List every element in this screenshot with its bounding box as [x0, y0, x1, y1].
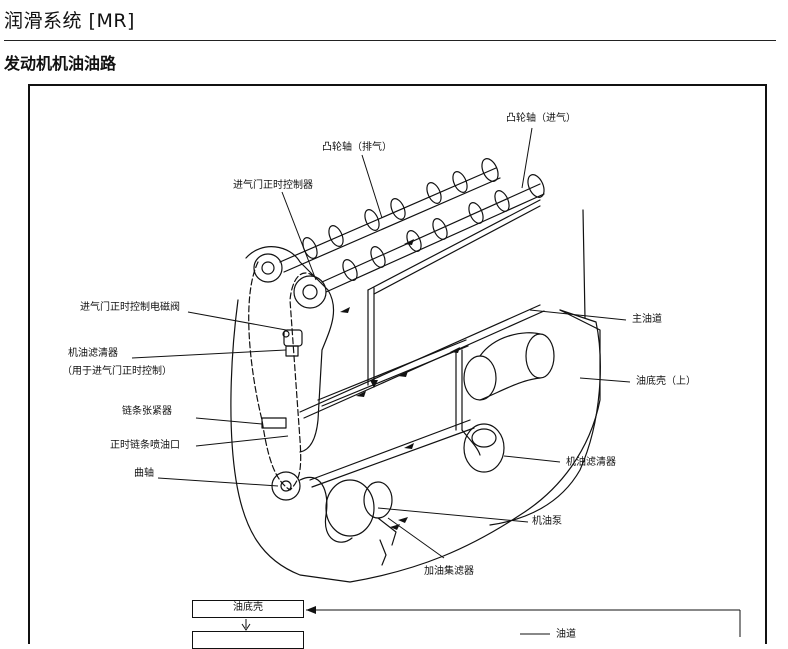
label-oil-pump: 机油泵 [532, 516, 562, 527]
label-oil-filter: 机油滤清器 [566, 457, 616, 468]
exhaust-cam-lobes [302, 158, 499, 259]
timing-cover [245, 246, 335, 453]
upper-return [317, 339, 469, 407]
intake-cam-sprocket [293, 275, 327, 309]
label-ivt-solenoid: 进气门正时控制电磁阀 [80, 302, 180, 313]
label-main-gallery: 主油道 [632, 314, 662, 325]
legend-oil-passage: 油道 [556, 629, 576, 640]
label-ivt-controller: 进气门正时控制器 [233, 180, 313, 191]
label-crankshaft: 曲轴 [134, 468, 154, 479]
label-camshaft-intake: 凸轮轴（进气） [506, 113, 576, 124]
exhaust-cam-sprocket [253, 253, 283, 283]
label-chain-tensioner: 链条张紧器 [122, 406, 172, 417]
label-oil-filter-ivt: 机油滤清器 [68, 348, 118, 359]
flow-arrows [340, 239, 460, 530]
intake-cam-lobes [342, 174, 545, 281]
chain-tensioner-body [261, 417, 287, 429]
title-divider [4, 40, 776, 41]
leader-lines [131, 127, 631, 559]
vertical-gallery [367, 287, 375, 386]
filter-feed [461, 429, 481, 456]
page-title: 润滑系统 [MR] [4, 10, 135, 32]
label-chain-oil-jet: 正时链条喷油口 [110, 440, 180, 451]
intake-camshaft [321, 183, 541, 283]
label-oil-strainer: 加油集滤器 [424, 566, 474, 577]
crank-web [299, 476, 353, 543]
head-feed [367, 199, 541, 295]
oil-pan-outline [489, 309, 601, 526]
figure-frame [28, 84, 767, 644]
rear-edge [582, 209, 586, 319]
flow-box-oil-pan: 油底壳 [192, 600, 304, 618]
block-gallery-lower [309, 419, 475, 488]
section-title: 发动机机油油路 [4, 54, 117, 73]
label-oil-pan-upper: 油底壳（上） [636, 376, 696, 387]
main-oil-gallery [299, 304, 545, 419]
strainer [377, 517, 397, 546]
flow-box-next [192, 631, 304, 649]
flow-connectors [241, 609, 741, 637]
oil-filter-body [463, 423, 505, 473]
filter-riser [455, 349, 463, 431]
label-oil-filter-ivt-sub: （用于进气门正时控制） [62, 366, 172, 377]
timing-chain [248, 261, 313, 491]
flow-arrowhead [306, 606, 316, 614]
label-camshaft-exhaust: 凸轮轴（排气） [322, 142, 392, 153]
engine-block-outline [230, 299, 601, 583]
crank-rear-journal [525, 333, 555, 379]
oil-pump-body [325, 479, 375, 537]
